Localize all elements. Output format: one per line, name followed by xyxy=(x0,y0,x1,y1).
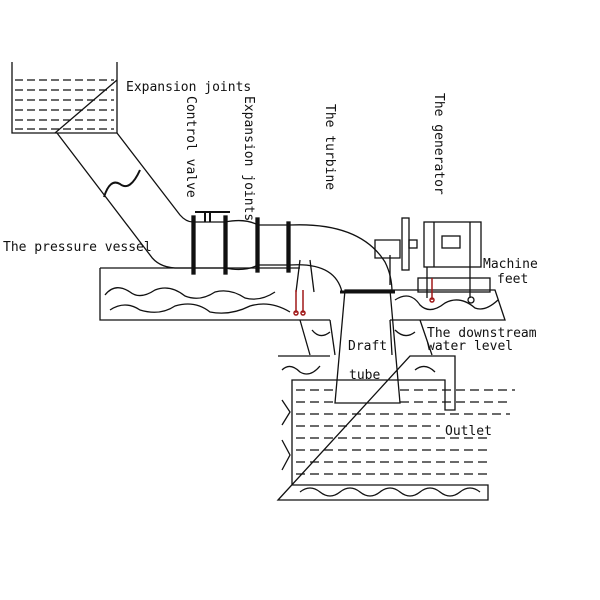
generator xyxy=(401,217,491,298)
label-downstream-2: water level xyxy=(427,339,514,354)
anchor-bolts xyxy=(293,278,435,316)
label-draft: Draft xyxy=(348,339,388,354)
draft-tube xyxy=(334,289,401,404)
label-control-valve: Control valve xyxy=(183,96,198,198)
label-tube: tube xyxy=(349,368,381,383)
label-outlet: Outlet xyxy=(445,424,492,439)
upper-reservoir xyxy=(11,62,118,134)
foundation xyxy=(99,267,506,356)
machine-foot-bolt xyxy=(467,296,475,304)
label-pressure-vessel: The pressure vessel xyxy=(3,240,152,255)
label-expansion-joints-top: Expansion joints xyxy=(126,80,252,95)
label-downstream-1: The downstream xyxy=(427,326,537,341)
label-turbine: The turbine xyxy=(322,104,337,191)
label-machine-feet-1: Machine xyxy=(483,257,538,272)
tailwater-tank xyxy=(276,355,515,501)
label-expansion-joints-vertical: Expansion joints xyxy=(241,96,256,222)
main-pipe xyxy=(191,211,291,275)
label-machine-feet-2: feet xyxy=(497,272,529,287)
turbine-casing xyxy=(289,224,401,293)
label-generator: The generator xyxy=(431,93,446,195)
